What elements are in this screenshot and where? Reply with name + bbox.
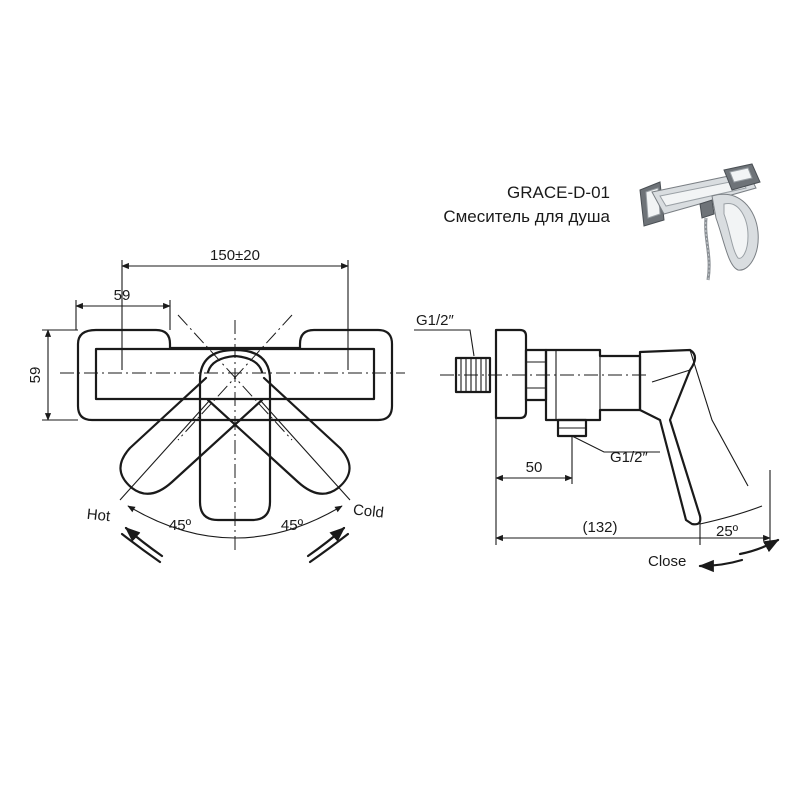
front-view: [42, 260, 405, 564]
thread-inlet-label: G1/2″: [416, 312, 455, 329]
angle-close-label: 25º: [716, 523, 739, 540]
hot-label: Hot: [86, 506, 112, 525]
thread-outlet-label: G1/2″: [610, 449, 649, 466]
dim-handle-label: 59: [114, 287, 131, 304]
dim-height-label: 59: [27, 367, 44, 384]
angle-left-label: 45º: [169, 517, 192, 534]
product-photo: [639, 163, 761, 281]
dim-width-label: 150±20: [210, 247, 260, 264]
dim-depth-label: (132): [582, 519, 617, 536]
dim-outlet-label: 50: [526, 459, 543, 476]
model-title: GRACE-D-01: [507, 183, 610, 202]
close-label: Close: [648, 553, 686, 570]
side-view: [414, 328, 780, 573]
angle-right-label: 45º: [281, 517, 304, 534]
cold-label: Cold: [352, 501, 384, 521]
product-description: Смеситель для душа: [443, 207, 610, 226]
